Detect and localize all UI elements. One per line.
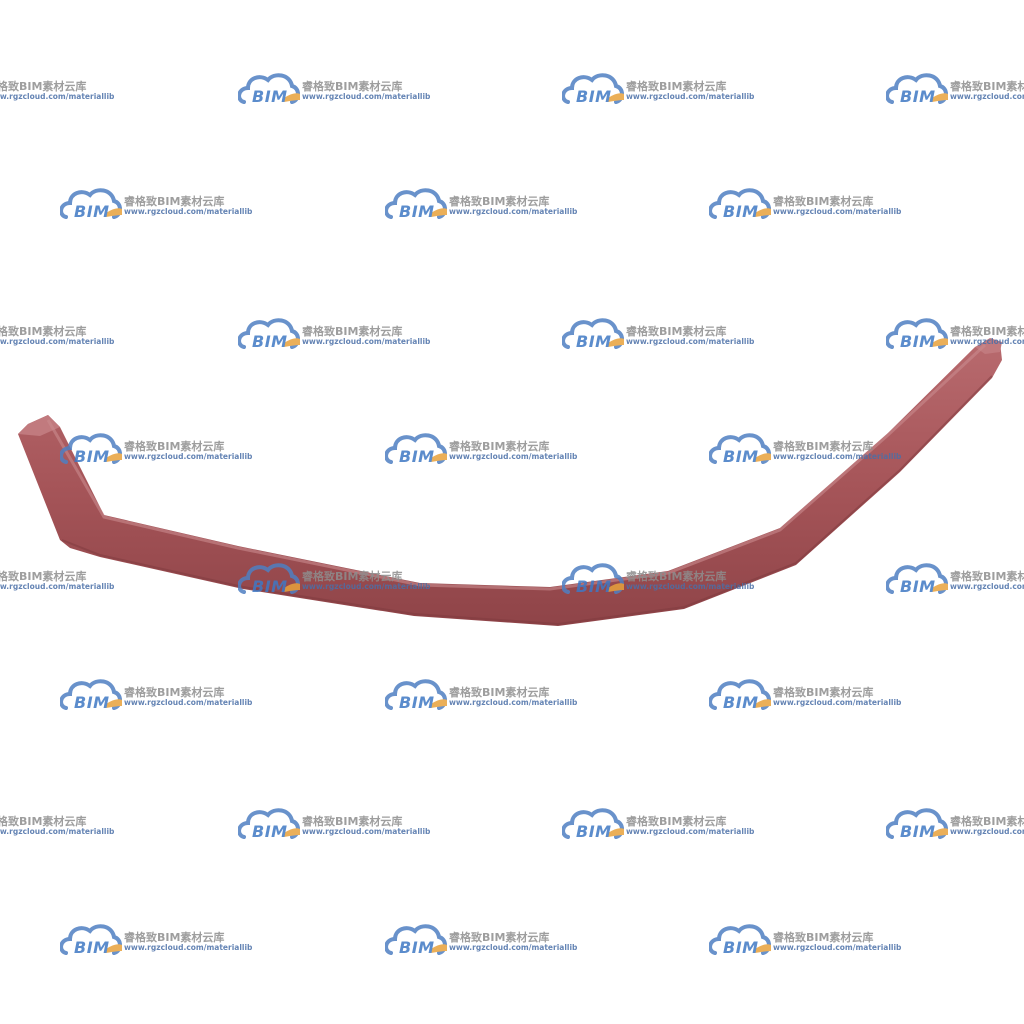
pipe-shadow-edge [61, 375, 993, 626]
pipe-body [18, 342, 1002, 626]
pipe-highlight [46, 343, 987, 591]
